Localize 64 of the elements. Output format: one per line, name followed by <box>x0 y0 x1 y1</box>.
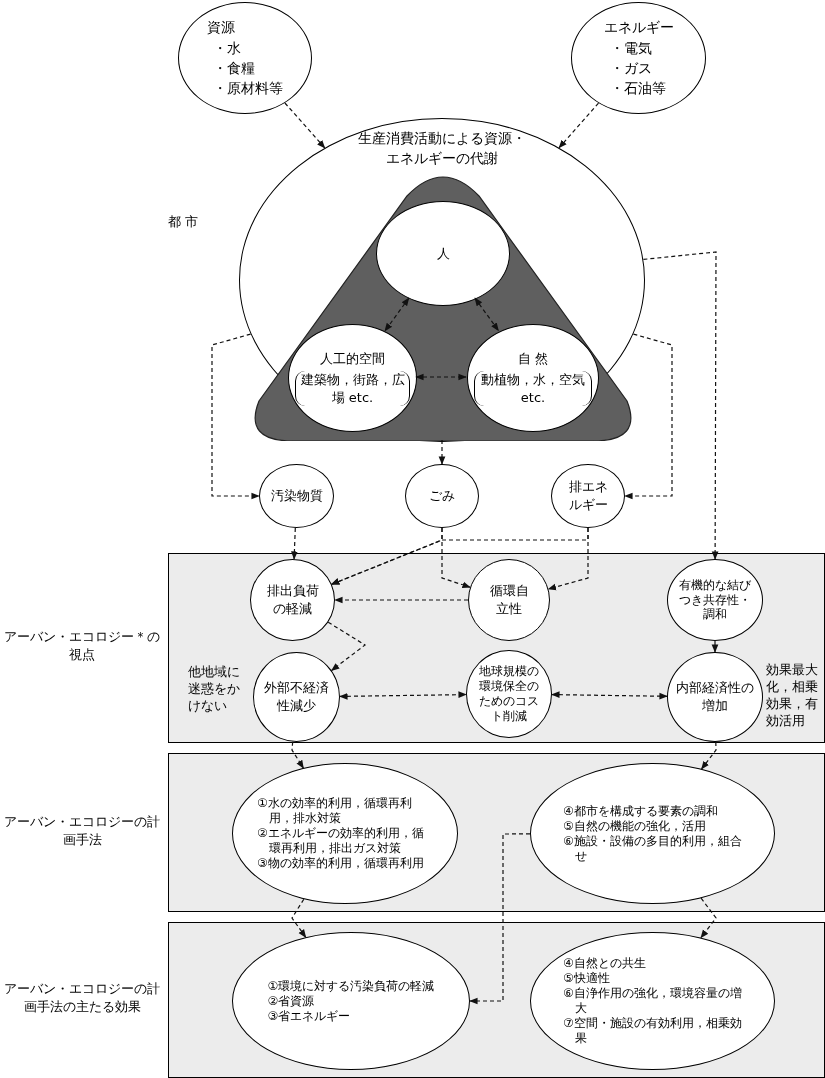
node-text: ・水 <box>212 38 241 58</box>
node-text: ①環境に対する汚染負荷の軽減 <box>267 978 435 994</box>
node-text: ・食糧 <box>212 59 255 78</box>
dashed-arrow <box>701 741 717 770</box>
node-text: ごみ <box>429 487 455 505</box>
node-text: 汚染物質 <box>270 487 323 505</box>
dashed-arrow <box>327 621 367 671</box>
node-text: エネルギー <box>603 18 674 38</box>
dashed-arrow <box>415 373 467 381</box>
dashed-arrow <box>291 741 304 769</box>
side-note: 効果最大化，相乗効果，有効活用 <box>766 662 819 730</box>
side-note: 他地域に迷惑をかけない <box>188 664 241 715</box>
node-text: ①水の効率的利用，循環再利用，排水対策 <box>257 796 413 826</box>
node-text: 動植物，水，空気 etc. <box>474 371 592 407</box>
node-text: 有機的な結びつき共存性・調和 <box>678 577 752 623</box>
node-text: ⑥自浄作用の強化，環境容量の増大 <box>563 986 742 1016</box>
node-text: ⑤快適性 <box>563 971 610 986</box>
dashed-arrow <box>334 596 469 604</box>
band-heading: アーバン・エコロジーの計画手法の主たる効果 <box>3 980 161 1017</box>
band-heading: アーバン・エコロジーの計画手法 <box>3 812 161 849</box>
dashed-arrow <box>474 297 499 332</box>
dashed-arrow <box>711 640 719 653</box>
node-text: ⑤自然の機能の強化，活用 <box>563 818 706 834</box>
node-text: ④自然との共生 <box>563 956 646 971</box>
dashed-arrow <box>547 527 589 591</box>
node-text: 外部不経済性減少 <box>263 679 330 715</box>
node-text: ②省資源 <box>267 993 315 1009</box>
node-text: 資源 <box>207 18 235 38</box>
dashed-arrow <box>384 297 410 332</box>
node-text: 人工的空間 <box>320 349 385 368</box>
node-text: ・石油等 <box>608 79 666 99</box>
node-text: ・原材料等 <box>212 79 283 99</box>
dashed-arrow <box>291 527 298 560</box>
dashed-arrow <box>339 691 467 700</box>
node-text: ⑥施設・設備の多目的利用，組合せ <box>563 833 742 864</box>
dashed-arrow <box>551 691 668 700</box>
dashed-arrow <box>558 102 600 149</box>
dashed-arrow <box>624 333 673 500</box>
dashed-arrow <box>700 897 717 939</box>
node-text: 循環自立性 <box>488 582 530 618</box>
node-text: 内部経済性の増加 <box>675 679 755 715</box>
node-text: 排エネルギー <box>567 478 609 514</box>
node-text: 地球規模の環境保全のためのコスト削減 <box>478 664 540 724</box>
dashed-arrow <box>284 102 326 149</box>
node-text: ・ガス <box>608 59 652 78</box>
node-text: 建築物，街路，広場 etc. <box>295 371 410 407</box>
node-text: ④都市を構成する要素の調和 <box>563 803 718 819</box>
dashed-arrow <box>291 898 307 938</box>
dashed-arrow <box>441 527 471 589</box>
node-text: ・電気 <box>608 38 652 58</box>
band-heading: アーバン・エコロジー＊の視点 <box>3 628 161 665</box>
node-text: ③物の効率的利用，循環再利用 <box>257 856 424 871</box>
side-note: 都 市 <box>168 214 199 231</box>
dashed-arrow <box>438 439 446 465</box>
dashed-arrow <box>211 333 260 500</box>
node-text: ②エネルギーの効率的利用，循環再利用，排出ガス対策 <box>257 826 425 856</box>
node-text: 自 然 <box>517 349 549 368</box>
node-text: 排出負荷の軽減 <box>265 582 320 618</box>
circle-caption: 生産消費活動による資源・エネルギーの代謝 <box>357 129 527 168</box>
node-text: ③省エネルギー <box>267 1008 351 1024</box>
dashed-arrow <box>642 251 719 560</box>
node-text: 人 <box>436 244 450 263</box>
dashed-arrow <box>469 833 531 1005</box>
node-text: ⑦空間・施設の有効利用，相乗効果 <box>563 1016 742 1046</box>
